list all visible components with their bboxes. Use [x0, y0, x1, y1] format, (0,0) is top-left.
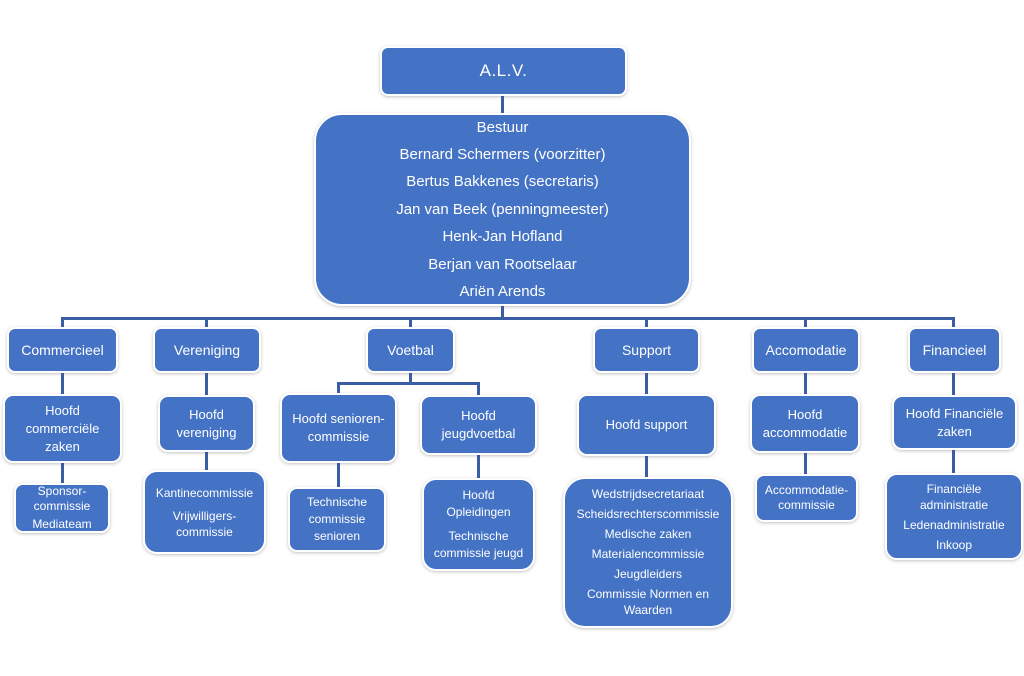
sub-support-item: Scheidsrechterscommissie	[576, 507, 720, 521]
connector-drop-jeugdvoetbal	[477, 384, 480, 396]
head-vereniging: Hoofd vereniging	[158, 395, 255, 452]
sub-support-item: Wedstrijdsecretariaat	[591, 487, 705, 501]
dept-financieel-label: Financieel	[922, 342, 987, 358]
bestuur-member: Ariën Arends	[459, 283, 546, 301]
dept-voetbal-label: Voetbal	[387, 342, 434, 358]
sub-accommodatie: Accommodatie-commissie	[755, 474, 858, 522]
head-financieel-label: Hoofd Financiële zaken	[905, 405, 1004, 439]
sub-support-item: Medische zaken	[604, 527, 692, 541]
head-vereniging-label: Hoofd vereniging	[176, 406, 237, 440]
dept-support-label: Support	[621, 342, 672, 358]
head-accommodatie-label: Hoofd accommodatie	[762, 406, 848, 440]
sub-commercieel-item: Mediateam	[32, 517, 92, 531]
sub-financieel-item: Financiële administratie	[919, 481, 989, 512]
sub-accommodatie-item: Accommodatie-commissie	[764, 482, 849, 513]
sub-support: Wedstrijdsecretariaat Scheidsrechterscom…	[563, 477, 733, 628]
connector-commercieel-head	[61, 372, 64, 395]
connector-head-sub-financieel	[952, 448, 955, 474]
connector-voetbal-stem	[409, 372, 412, 384]
dept-support: Support	[593, 327, 700, 373]
sub-jeugdvoetbal-item: Hoofd Opleidingen	[446, 487, 511, 520]
connector-drop-voetbal	[409, 319, 412, 328]
connector-head-sub-vereniging	[205, 450, 208, 471]
dept-commercieel: Commercieel	[7, 327, 118, 373]
connector-head-sub-accommodatie	[804, 452, 807, 475]
sub-vereniging-item: Vrijwilligers-commissie	[172, 508, 237, 539]
connector-drop-commercieel	[61, 319, 64, 328]
connector-drop-accomodatie	[804, 319, 807, 328]
head-senioren-label: Hoofd senioren-commissie	[292, 411, 385, 444]
bestuur-member: Henk-Jan Hofland	[442, 228, 563, 246]
sub-senioren-item: Technische commissie senioren	[306, 495, 368, 543]
head-support-label: Hoofd support	[605, 417, 688, 432]
sub-jeugdvoetbal: Hoofd Opleidingen Technische commissie j…	[422, 478, 535, 571]
connector-drop-senioren	[337, 384, 340, 394]
sub-financieel-item: Ledenadministratie	[903, 517, 1005, 532]
alv-box: A.L.V.	[380, 46, 627, 96]
connector-drop-support	[645, 319, 648, 328]
head-accommodatie: Hoofd accommodatie	[750, 394, 860, 453]
connector-alv-bestuur	[501, 96, 504, 114]
sub-support-item: Commissie Normen en Waarden	[586, 587, 710, 617]
connector-accomodatie-head	[804, 372, 807, 395]
bestuur-title: Bestuur	[476, 118, 529, 136]
sub-vereniging-item: Kantinecommissie	[155, 485, 254, 500]
dept-vereniging-label: Vereniging	[173, 342, 241, 358]
connector-head-sub-support	[645, 455, 648, 478]
dept-accomodatie: Accomodatie	[752, 327, 860, 373]
dept-financieel: Financieel	[908, 327, 1001, 373]
bestuur-member: Bertus Bakkenes (secretaris)	[406, 173, 599, 191]
head-support: Hoofd support	[577, 394, 716, 456]
bestuur-member: Berjan van Rootselaar	[428, 255, 577, 273]
connector-voetbal-rail	[337, 382, 480, 385]
bestuur-box: Bestuur Bernard Schermers (voorzitter) B…	[314, 113, 691, 306]
connector-vereniging-head	[205, 372, 208, 396]
head-commercieel-label: Hoofd commerciële zaken	[25, 402, 100, 454]
alv-label: A.L.V.	[479, 61, 528, 80]
head-senioren: Hoofd senioren-commissie	[280, 393, 397, 463]
head-financieel: Hoofd Financiële zaken	[892, 395, 1017, 450]
sub-vereniging: Kantinecommissie Vrijwilligers-commissie	[143, 470, 266, 554]
sub-support-item: Jeugdleiders	[613, 567, 683, 581]
connector-drop-financieel	[952, 319, 955, 328]
connector-financieel-head	[952, 372, 955, 396]
head-jeugdvoetbal-label: Hoofd jeugdvoetbal	[441, 408, 516, 441]
connector-rail	[61, 317, 955, 320]
head-jeugdvoetbal: Hoofd jeugdvoetbal	[420, 395, 537, 455]
connector-drop-vereniging	[205, 319, 208, 328]
connector-head-sub-senioren	[337, 461, 340, 488]
head-commercieel: Hoofd commerciële zaken	[3, 394, 122, 463]
dept-vereniging: Vereniging	[153, 327, 261, 373]
sub-senioren: Technische commissie senioren	[288, 487, 386, 552]
dept-voetbal: Voetbal	[366, 327, 455, 373]
connector-support-head	[645, 372, 648, 395]
sub-commercieel-item: Sponsor-commissie	[33, 484, 91, 513]
dept-commercieel-label: Commercieel	[21, 342, 104, 358]
connector-head-sub-jeugdvoetbal	[477, 453, 480, 479]
bestuur-member: Bernard Schermers (voorzitter)	[399, 145, 606, 163]
dept-accomodatie-label: Accomodatie	[765, 342, 847, 358]
sub-financieel: Financiële administratie Ledenadministra…	[885, 473, 1023, 560]
bestuur-member: Jan van Beek (penningmeester)	[396, 200, 609, 218]
connector-head-sub-commercieel	[61, 461, 64, 483]
connector-bestuur-rail	[501, 306, 504, 319]
sub-support-item: Materialencommissie	[591, 547, 705, 561]
sub-jeugdvoetbal-item: Technische commissie jeugd	[433, 528, 524, 561]
sub-financieel-item: Inkoop	[935, 537, 973, 552]
sub-commercieel: Sponsor-commissie Mediateam	[14, 483, 110, 533]
